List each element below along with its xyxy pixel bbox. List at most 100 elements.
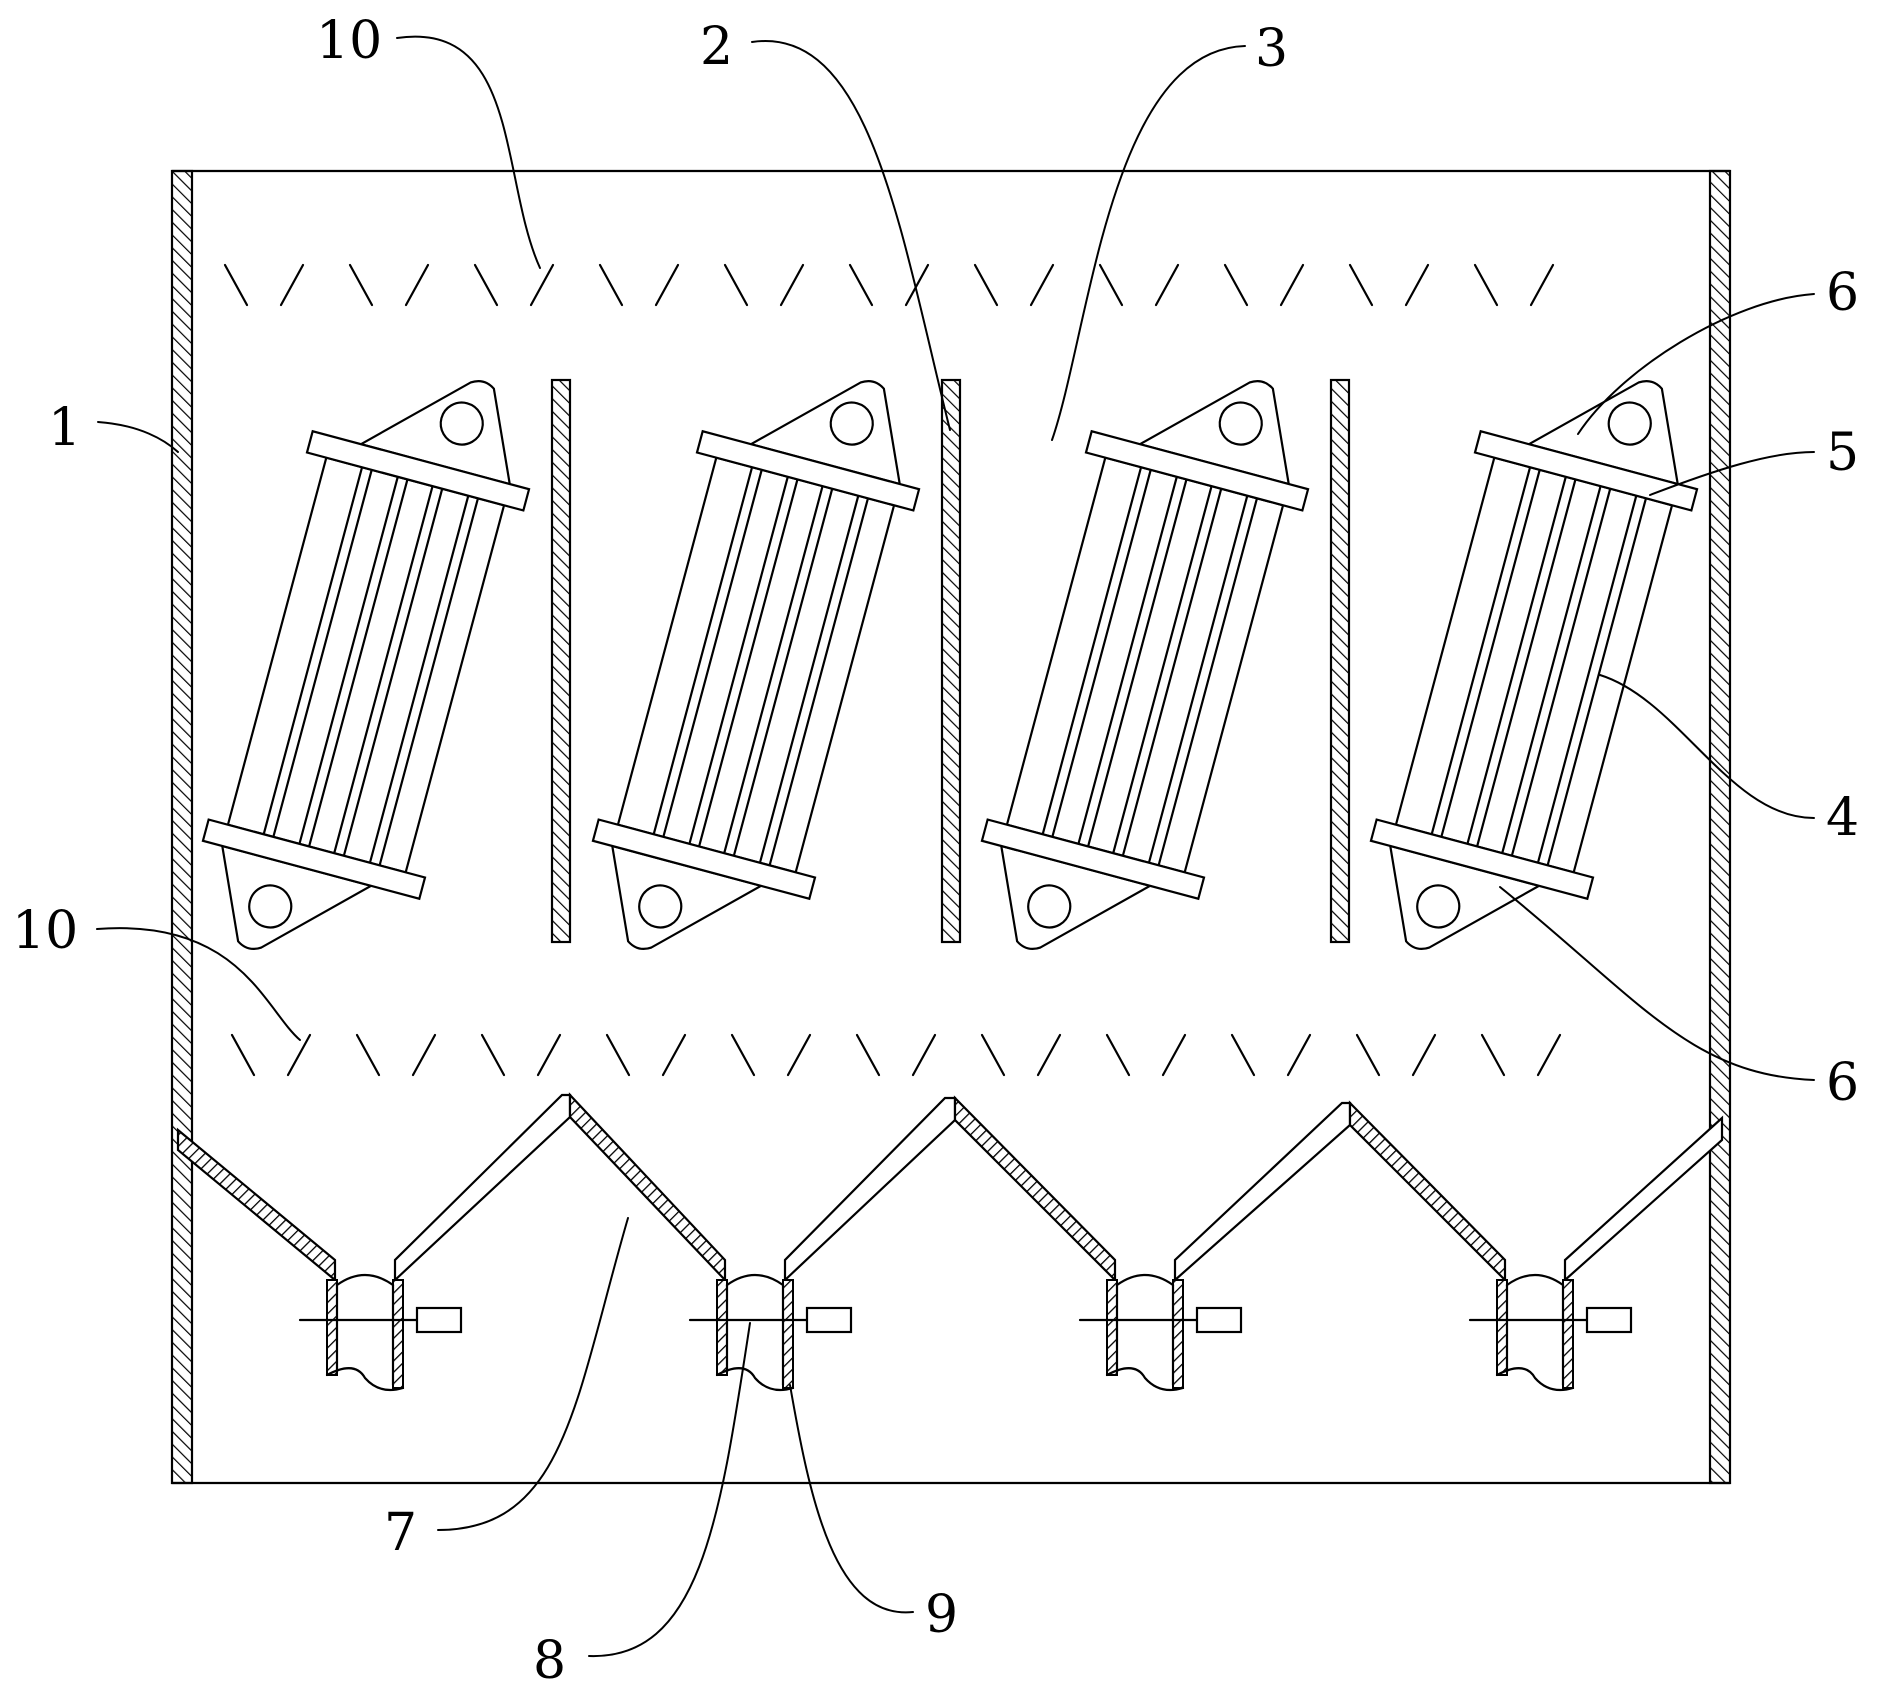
nozzle-bottom-17: [1230, 1033, 1256, 1077]
right-wall: [1708, 169, 1732, 1485]
filter-cartridges: [201, 380, 1699, 950]
filter-cartridge-2: [591, 380, 921, 950]
filter-tube-line: [1077, 475, 1178, 845]
filter-tube-line: [368, 494, 470, 864]
filter-tube-line: [652, 466, 754, 836]
leader-10-top: [396, 35, 541, 269]
end-plate-top: [695, 429, 921, 512]
nozzle-top-14: [1029, 263, 1055, 307]
discharge-pipe-4: [1468, 1274, 1633, 1392]
filter-tube-line: [1051, 468, 1152, 838]
nozzle-bottom-16: [1161, 1033, 1187, 1077]
label-hopper-plate: 7: [384, 1503, 417, 1563]
nozzle-top-19: [1348, 263, 1374, 307]
filter-tube-line: [262, 466, 364, 836]
hopper-segment-3: [568, 1092, 727, 1283]
end-plate-bottom: [980, 818, 1206, 901]
filter-tube-line: [378, 497, 480, 867]
nozzle-bottom-13: [980, 1033, 1006, 1077]
label-nozzle-row-top: 10: [316, 11, 382, 71]
nozzle-row-bottom: [230, 1033, 1562, 1077]
nozzle-bottom-4: [411, 1033, 437, 1077]
nozzle-bottom-18: [1286, 1033, 1312, 1077]
filter-tube-line: [272, 468, 373, 838]
label-partition: 2: [700, 17, 733, 77]
nozzle-top-10: [779, 263, 805, 307]
filter-tube-line: [662, 468, 763, 838]
label-compartment: 3: [1255, 19, 1288, 79]
nozzle-top-8: [654, 263, 680, 307]
nozzle-bottom-3: [355, 1033, 381, 1077]
nozzle-top-6: [529, 263, 555, 307]
filter-tube-line: [758, 494, 860, 864]
pipe-top-curve: [725, 1274, 785, 1287]
hopper-segment-1: [176, 1127, 337, 1283]
leader-4: [1599, 674, 1815, 819]
valve-actuator: [805, 1306, 853, 1334]
filter-tube-line: [1041, 466, 1143, 836]
partitions: [550, 378, 1351, 944]
mount-hole-bottom: [1416, 884, 1461, 929]
nozzle-top-11: [848, 263, 874, 307]
nozzle-bottom-2: [286, 1033, 312, 1077]
nozzle-bottom-15: [1105, 1033, 1131, 1077]
hopper-segment-8: [1563, 1115, 1724, 1283]
nozzle-bottom-20: [1411, 1033, 1437, 1077]
filter-tube-line: [697, 478, 799, 848]
hopper-bottom: [176, 1092, 1724, 1283]
hopper-segment-4: [783, 1096, 957, 1283]
left-wall: [170, 169, 194, 1485]
tank: [170, 169, 1732, 1485]
nozzle-bottom-14: [1036, 1033, 1062, 1077]
pipe-wall-left: [1496, 1279, 1508, 1376]
end-plate-top: [305, 429, 531, 512]
nozzle-bottom-9: [730, 1033, 756, 1077]
nozzle-bottom-12: [911, 1033, 937, 1077]
pipe-wall-right: [782, 1279, 794, 1389]
pipe-break-line: [1495, 1367, 1575, 1392]
nozzle-bottom-10: [786, 1033, 812, 1077]
nozzle-top-20: [1404, 263, 1430, 307]
label-filter-tube: 4: [1826, 788, 1859, 848]
filter-tube-line: [1501, 485, 1602, 855]
label-tank-wall: 1: [48, 398, 81, 458]
pipe-wall-right: [1562, 1279, 1574, 1389]
valve-actuator: [1195, 1306, 1243, 1334]
valve-actuator: [1585, 1306, 1633, 1334]
filter-tube-line: [1121, 487, 1223, 857]
end-plate-bottom: [591, 818, 817, 901]
mount-hole-top: [1607, 401, 1652, 446]
leader-10-bottom: [96, 927, 301, 1041]
hopper-segment-2: [393, 1093, 572, 1283]
leader-8: [588, 1322, 751, 1658]
filter-tube-line: [1086, 478, 1188, 848]
discharge-pipes: [298, 1274, 1633, 1392]
nozzle-top-4: [404, 263, 430, 307]
partition-2: [940, 378, 962, 944]
filter-tube-line: [1112, 485, 1213, 855]
filter-cartridge-1: [201, 380, 531, 950]
filter-tube-line: [1430, 466, 1532, 836]
nozzle-top-16: [1154, 263, 1180, 307]
nozzle-top-5: [473, 263, 499, 307]
leader-5: [1649, 451, 1815, 496]
pipe-wall-right: [1172, 1279, 1184, 1389]
nozzle-bottom-21: [1480, 1033, 1506, 1077]
discharge-pipe-3: [1078, 1274, 1243, 1392]
nozzle-bottom-8: [661, 1033, 687, 1077]
partition-3: [1329, 378, 1351, 944]
label-valve: 9: [925, 1585, 958, 1645]
pipe-wall-left: [716, 1279, 728, 1376]
filter-tube-line: [1475, 478, 1577, 848]
discharge-pipe-2: [688, 1274, 853, 1392]
end-plate-bottom: [201, 818, 427, 901]
pipe-break-line: [325, 1367, 405, 1392]
filter-tube-line: [1536, 494, 1638, 864]
nozzle-bottom-1: [230, 1033, 256, 1077]
pipe-top-curve: [335, 1274, 395, 1287]
nozzle-bottom-11: [855, 1033, 881, 1077]
mount-hole-bottom: [638, 884, 683, 929]
leader-1: [97, 421, 179, 453]
